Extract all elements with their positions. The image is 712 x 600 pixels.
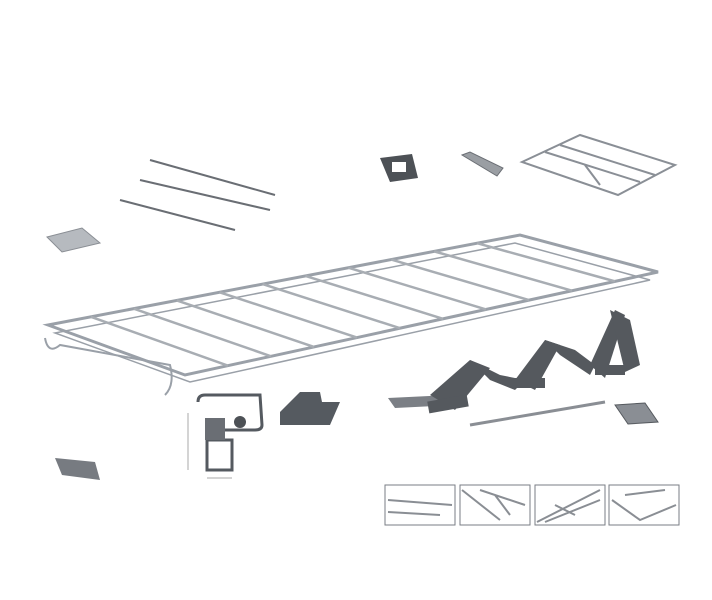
frame-crossbar [262,282,401,330]
ladder-stops [388,310,640,414]
ladder-roller-frame [519,133,678,197]
detail-thumbnails [384,484,680,526]
frame-crossbar [176,299,315,349]
end-cap [460,151,504,177]
frame-crossbar [390,258,530,302]
profile-cross-section [187,392,340,479]
detail-thumbnail [459,484,531,526]
cross-rod [469,400,606,427]
frame-crossbar [219,291,358,339]
clamp-bracket [380,154,418,182]
frame-crossbar [348,266,487,311]
side-rails [119,159,276,231]
detail-thumbnail [534,484,606,526]
frame-crossbar [433,250,573,292]
mounting-plate [46,227,102,253]
frame-crossbar [476,241,616,283]
frame-crossbar [133,307,272,358]
fixing-hook [55,458,100,480]
foot-clip [614,402,659,425]
frame-crossbar [305,274,444,321]
frame-crossbars [90,241,616,367]
front-roller [44,337,173,396]
frame-crossbar [90,315,229,367]
